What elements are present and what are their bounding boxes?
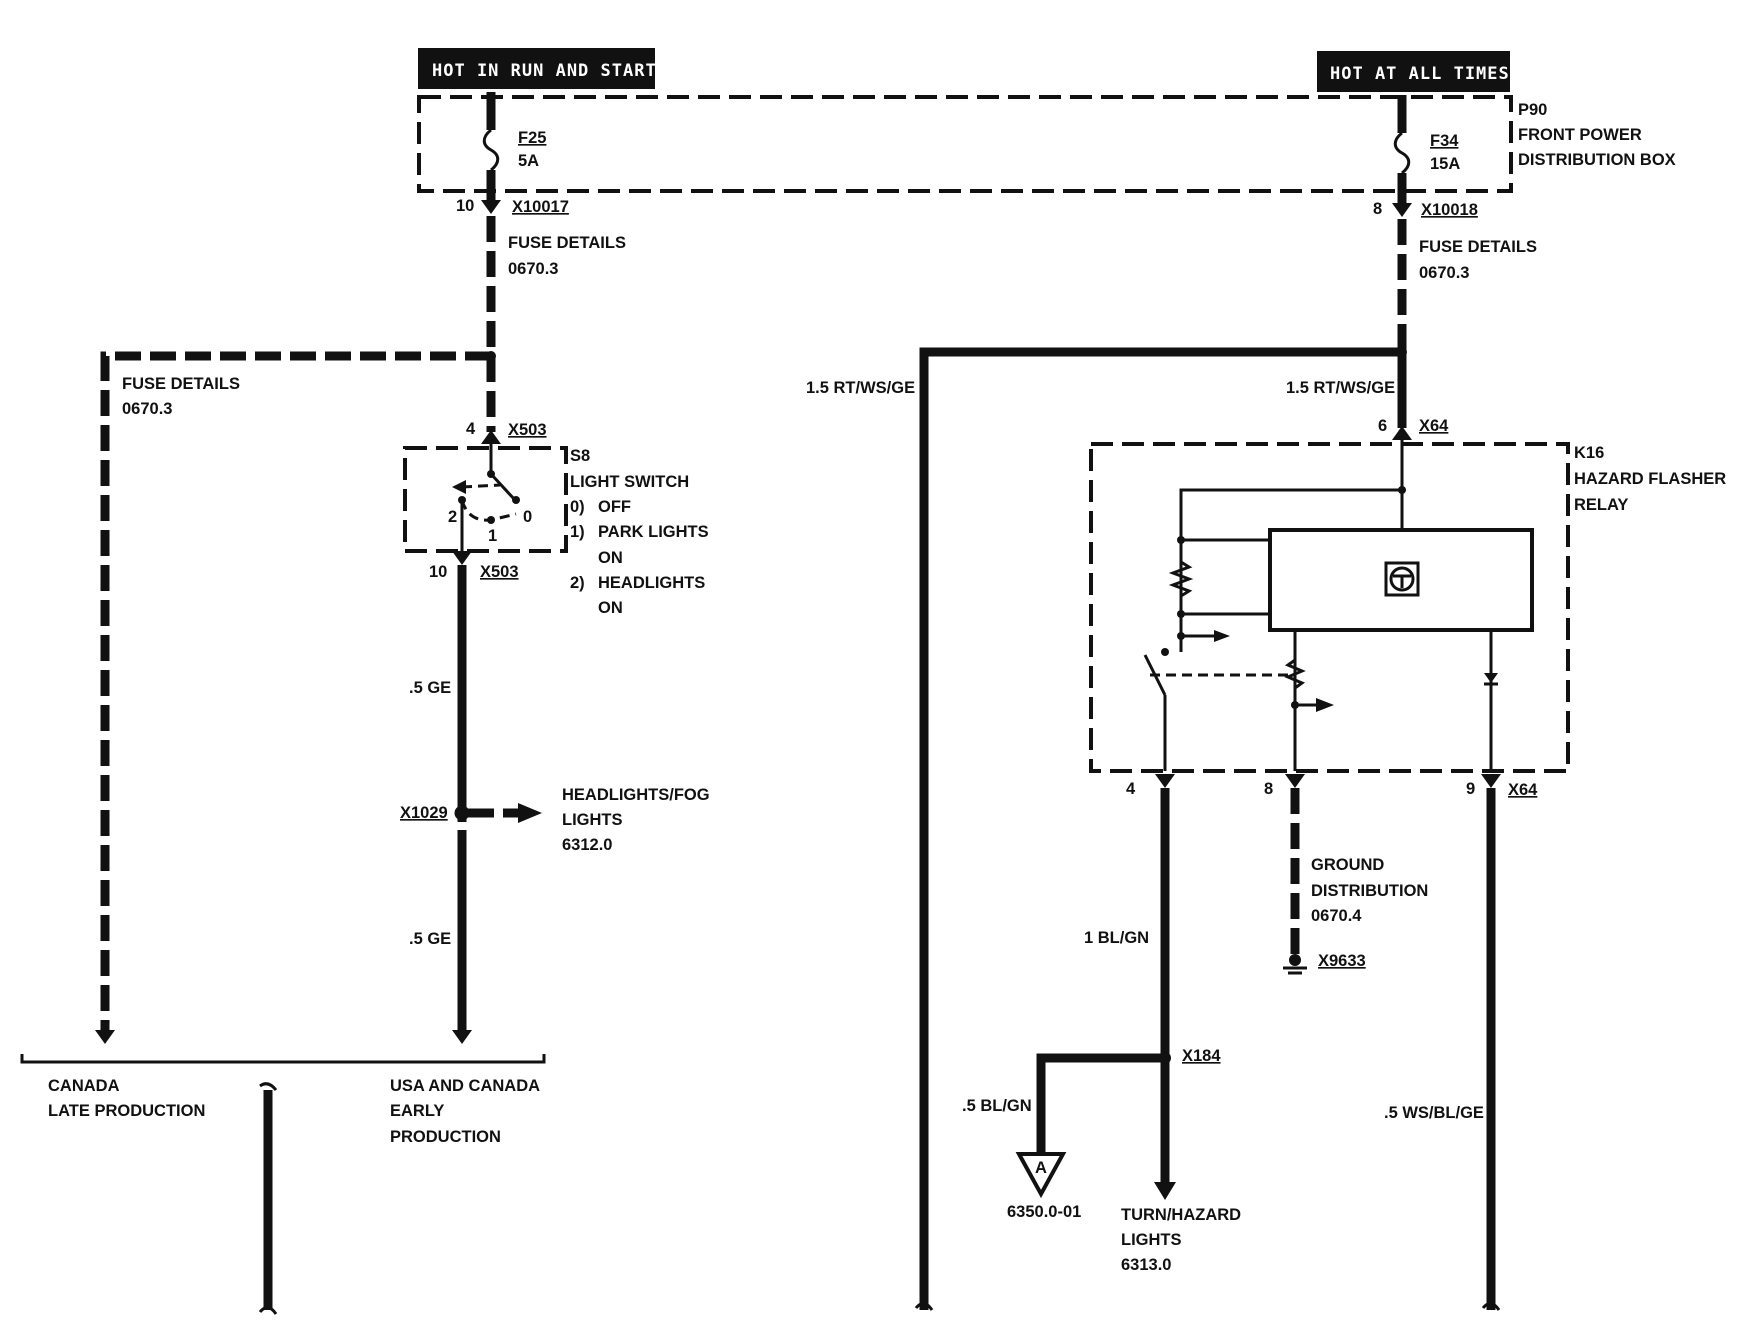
x64-pin4: 4 — [1126, 780, 1136, 798]
switch-in-pin: 4 — [466, 420, 476, 438]
hot-at-all-times-label: HOT AT ALL TIMES — [1330, 64, 1510, 84]
flasher-symbol-icon — [1384, 561, 1420, 597]
fuse-f25-rating: 5A — [518, 152, 539, 170]
headlights-label-2: LIGHTS — [562, 811, 623, 829]
switch-contact-2: 2 — [448, 508, 457, 526]
fuse-f25-pin: 10 — [456, 197, 474, 215]
reference-a-ref: 6350.0-01 — [1007, 1203, 1081, 1221]
switch-in-connector: X503 — [508, 421, 547, 439]
usa-label-1: USA AND CANADA — [390, 1077, 540, 1095]
switch-out-connector: X503 — [480, 563, 519, 581]
usa-label-2: EARLY — [390, 1102, 444, 1120]
x64-bottom-label: X64 — [1508, 781, 1538, 799]
fuse-f34-pin: 8 — [1373, 200, 1382, 218]
x1029-label: X1029 — [400, 804, 448, 822]
switch-pos2a: HEADLIGHTS — [598, 574, 705, 592]
turn-hazard-ref: 6313.0 — [1121, 1256, 1171, 1274]
rt-ws-ge-left-label: 1.5 RT/WS/GE — [806, 379, 915, 397]
ws-bl-ge-label: .5 WS/BL/GE — [1384, 1104, 1484, 1122]
x9633-label: X9633 — [1318, 952, 1366, 970]
switch-name: LIGHT SWITCH — [570, 473, 689, 491]
switch-pos0-num: 0) — [570, 498, 585, 516]
fuse-f25: F25 5A 10 X10017 — [456, 92, 569, 216]
rt-ws-ge-left-wire — [919, 347, 1402, 1310]
hazard-flasher-relay-k16 — [1089, 440, 1570, 773]
usa-label-3: PRODUCTION — [390, 1128, 501, 1146]
ge-label-upper: .5 GE — [409, 679, 451, 697]
switch-out-pin: 10 — [429, 563, 447, 581]
x64-pin8: 8 — [1264, 780, 1273, 798]
distribution-box-name-2: DISTRIBUTION BOX — [1518, 151, 1676, 169]
canada-label-2: LATE PRODUCTION — [48, 1102, 205, 1120]
fuse-details-ref-3: 0670.3 — [122, 400, 172, 418]
relay-id: K16 — [1574, 444, 1604, 462]
hot-at-all-times-header: HOT AT ALL TIMES — [1317, 51, 1510, 92]
fuse-details-ref-2: 0670.3 — [1419, 264, 1469, 282]
bl-gn-branch-wire — [1036, 1053, 1165, 1156]
x64-top-label: X64 — [1419, 417, 1449, 435]
bl-gn-main-label: 1 BL/GN — [1084, 929, 1149, 947]
headlights-label-1: HEADLIGHTS/FOG — [562, 786, 710, 804]
x184-label: X184 — [1182, 1047, 1221, 1065]
distribution-box-id: P90 — [1518, 101, 1547, 119]
distribution-box-name-1: FRONT POWER — [1518, 126, 1642, 144]
switch-contact-0: 0 — [523, 508, 532, 526]
canada-late-production-wire — [100, 351, 491, 1032]
variant-bracket — [20, 1054, 546, 1064]
distribution-box-outline — [417, 95, 1513, 193]
switch-pos2-num: 2) — [570, 574, 585, 592]
fuse-f34: F34 15A 8 X10018 — [1373, 95, 1478, 219]
x64-pin9: 9 — [1466, 780, 1475, 798]
switch-pos1a: PARK LIGHTS — [598, 523, 709, 541]
ground-label-2: DISTRIBUTION — [1311, 882, 1428, 900]
fuse-details-ref-1: 0670.3 — [508, 260, 558, 278]
relay-name-2: RELAY — [1574, 496, 1628, 514]
reference-a-triangle — [1015, 1152, 1067, 1199]
hot-in-run-and-start-header: HOT IN RUN AND START — [418, 48, 657, 89]
fuse-f34-connector: X10018 — [1421, 201, 1478, 219]
rt-ws-ge-right-label: 1.5 RT/WS/GE — [1286, 379, 1395, 397]
fuse-f25-name: F25 — [518, 129, 546, 147]
ge-label-lower: .5 GE — [409, 930, 451, 948]
switch-pos1-num: 1) — [570, 523, 585, 541]
fuse-details-label-3: FUSE DETAILS — [122, 375, 240, 393]
bl-gn-branch-label: .5 BL/GN — [962, 1097, 1032, 1115]
hot-in-run-label: HOT IN RUN AND START — [432, 61, 657, 81]
headlights-ref: 6312.0 — [562, 836, 612, 854]
fuse-details-label-2: FUSE DETAILS — [1419, 238, 1537, 256]
fuse-f34-rating: 15A — [1430, 155, 1460, 173]
switch-pos2b: ON — [598, 599, 623, 617]
ground-icon — [1283, 954, 1307, 975]
fuse-f34-name: F34 — [1430, 132, 1459, 150]
ground-ref: 0670.4 — [1311, 907, 1362, 925]
fuse-f25-connector: X10017 — [512, 198, 569, 216]
x64-top-pin: 6 — [1378, 417, 1387, 435]
relay-name-1: HAZARD FLASHER — [1574, 470, 1726, 488]
ground-label-1: GROUND — [1311, 856, 1384, 874]
canada-label-1: CANADA — [48, 1077, 120, 1095]
switch-id: S8 — [570, 447, 590, 465]
fuse-details-label-1: FUSE DETAILS — [508, 234, 626, 252]
light-switch-s8: 2 1 0 — [403, 444, 568, 553]
turn-hazard-label-1: TURN/HAZARD — [1121, 1206, 1241, 1224]
switch-contact-1: 1 — [488, 527, 497, 545]
switch-pos0: OFF — [598, 498, 631, 516]
turn-hazard-label-2: LIGHTS — [1121, 1231, 1182, 1249]
switch-pos1b: ON — [598, 549, 623, 567]
reference-a-letter: A — [1035, 1159, 1047, 1177]
